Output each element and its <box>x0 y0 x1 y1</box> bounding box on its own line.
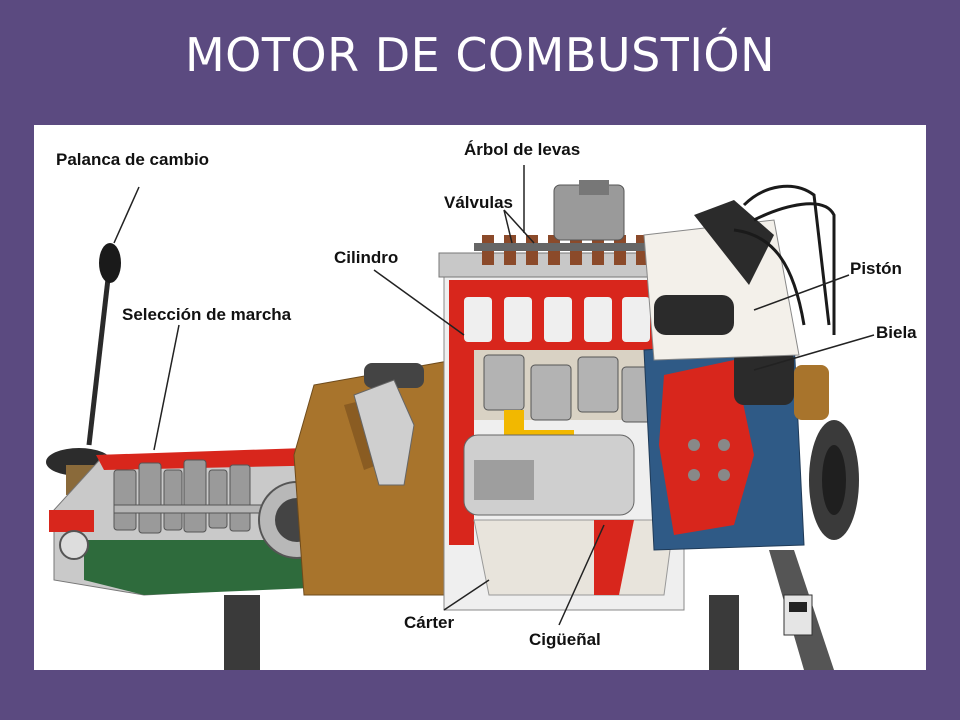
camshaft <box>474 243 674 251</box>
air-pump <box>794 365 829 420</box>
label-arbol-de-levas: Árbol de levas <box>464 140 581 159</box>
label-cilindro: Cilindro <box>334 248 399 267</box>
pulley-inner <box>822 445 846 515</box>
label-carter: Cárter <box>404 613 455 632</box>
stand-leg-left <box>224 595 260 670</box>
stand-leg-mid <box>709 595 739 670</box>
starter-solenoid <box>474 460 534 500</box>
clutch-fork <box>353 379 415 486</box>
distributor-cap <box>694 200 774 285</box>
engine-cutaway-figure: Palanca de cambio Árbol de levas Válvula… <box>34 125 926 670</box>
gearbox-bottom-casing <box>84 540 334 595</box>
label-ciguenal: Cigüeñal <box>529 630 601 649</box>
carburetor-top <box>579 180 609 195</box>
gearbox-rear-cut <box>49 510 94 532</box>
label-piston: Pistón <box>850 259 902 278</box>
oil-pan <box>473 519 675 596</box>
output-flange <box>59 530 89 560</box>
label-palanca-de-cambio: Palanca de cambio <box>56 150 210 169</box>
gearbox-gears <box>113 459 265 534</box>
cylinder-head-ports <box>464 297 650 342</box>
switch-box <box>783 594 813 636</box>
leader-lines <box>113 165 875 626</box>
spark-plug-wires <box>733 184 836 335</box>
label-biela: Biela <box>876 323 917 342</box>
oil-filter <box>654 295 734 335</box>
engine-cutaway-illustration <box>46 165 875 670</box>
slide-title: MOTOR DE COMBUSTIÓN <box>184 28 776 82</box>
bolt-4 <box>718 469 730 481</box>
switch <box>789 602 807 612</box>
oil-pan-cut <box>594 520 634 595</box>
distributor-housing <box>659 360 754 535</box>
coil <box>734 350 794 405</box>
bolt-1 <box>688 439 700 451</box>
clutch-cylinder <box>364 363 424 388</box>
label-seleccion-de-marcha: Selección de marcha <box>122 305 292 324</box>
label-valvulas: Válvulas <box>444 193 513 212</box>
shift-lever-rod <box>86 269 112 446</box>
bolt-3 <box>688 469 700 481</box>
shift-lever-knob <box>99 243 121 283</box>
bolt-2 <box>718 439 730 451</box>
